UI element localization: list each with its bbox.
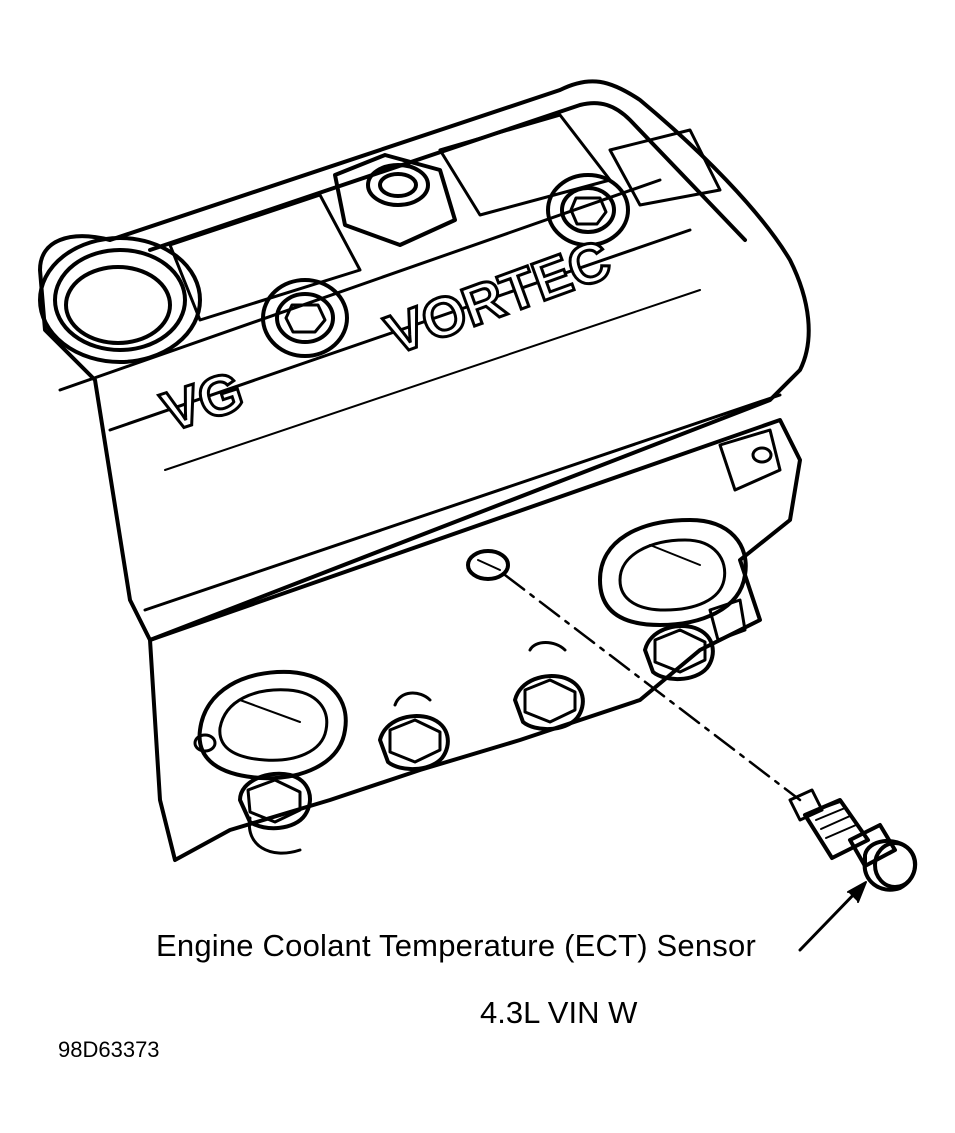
manifold-bolt-1 — [238, 771, 312, 855]
logo-vg: VG — [154, 358, 250, 443]
manifold-bolt-3 — [513, 641, 585, 732]
engine-spec-label: 4.3L VIN W — [480, 995, 638, 1030]
cylinder-head — [148, 418, 802, 862]
manifold-bolt-4 — [643, 598, 747, 682]
sensor-callout-label: Engine Coolant Temperature (ECT) Sensor — [156, 928, 756, 963]
callout-leader — [798, 886, 862, 952]
exhaust-port-upper — [598, 518, 748, 627]
sensor-port — [466, 549, 510, 581]
cover-bolt-right — [546, 173, 630, 247]
valve-cover-outline — [38, 79, 811, 642]
callout-arrowhead — [847, 881, 867, 903]
oil-filler-cap — [38, 236, 202, 364]
valve-cover-rail — [148, 101, 747, 252]
ect-sensor-icon — [788, 788, 918, 892]
install-line — [503, 573, 802, 802]
manifold-bolt-2 — [378, 691, 450, 772]
figure-id-label: 98D63373 — [58, 1037, 160, 1062]
logo-vortec: VORTEC — [378, 227, 619, 366]
cover-bolt-left — [261, 278, 349, 358]
exhaust-port-lower — [193, 669, 348, 781]
breather-grommet — [333, 153, 457, 247]
